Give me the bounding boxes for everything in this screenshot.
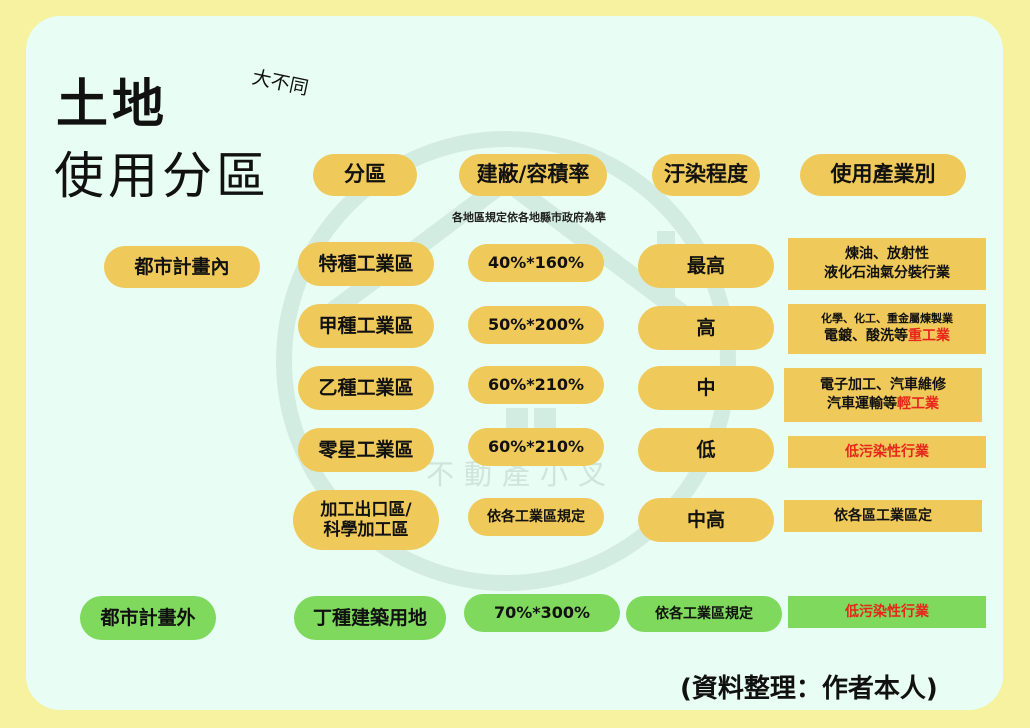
title-line-2: 使用分區	[54, 147, 270, 205]
zone-special-industrial: 特種工業區	[298, 242, 434, 286]
light-industry-highlight: 輕工業	[897, 396, 939, 412]
ratio-scattered-industrial: 60%*210%	[468, 428, 604, 466]
ratio-special-industrial: 40%*160%	[468, 244, 604, 282]
industry-line-1: 電子加工、汽車維修	[820, 377, 946, 394]
industry-scattered-industrial: 低污染性行業	[788, 436, 986, 468]
industry-line-1: 煉油、放射性	[845, 246, 929, 263]
pollution-export-processing: 中高	[638, 498, 774, 542]
header-pollution: 汙染程度	[652, 154, 760, 196]
zone-export-processing: 加工出口區/ 科學加工區	[293, 490, 439, 550]
industry-class-a-industrial: 化學、化工、重金屬煉製業 電鍍、酸洗等重工業	[788, 304, 986, 354]
industry-line-2: 液化石油氣分裝行業	[824, 265, 950, 281]
industry-export-processing: 依各區工業區定	[784, 500, 982, 532]
zone-class-a-industrial: 甲種工業區	[298, 304, 434, 348]
pollution-scattered-industrial: 低	[638, 428, 774, 472]
heavy-industry-highlight: 重工業	[908, 327, 950, 344]
group-label-urban-outside: 都市計畫外	[80, 596, 216, 640]
infographic-card: 不動產小叉 土地 使用分區 大不同 分區 建蔽/容積率 汙染程度 使用產業別 各…	[26, 16, 1003, 710]
industry-class-d-building-land: 低污染性行業	[788, 596, 986, 628]
group-label-urban-inside: 都市計畫內	[104, 246, 260, 288]
regulation-note: 各地區規定依各地縣市政府為準	[452, 211, 606, 224]
zone-class-d-building-land: 丁種建築用地	[294, 596, 446, 640]
pollution-class-d-building-land: 依各工業區規定	[626, 596, 782, 632]
industry-special-industrial: 煉油、放射性 液化石油氣分裝行業	[788, 238, 986, 290]
ratio-class-b-industrial: 60%*210%	[468, 366, 604, 404]
ratio-class-d-building-land: 70%*300%	[464, 594, 620, 632]
source-credit: (資料整理：作者本人)	[680, 674, 938, 704]
zone-class-b-industrial: 乙種工業區	[298, 366, 434, 410]
zone-scattered-industrial: 零星工業區	[298, 428, 434, 472]
industry-line-2: 汽車運輸等輕工業	[827, 396, 939, 412]
title-tag: 大不同	[250, 66, 311, 100]
title-line-1: 土地	[56, 74, 169, 135]
industry-line-1: 化學、化工、重金屬煉製業	[821, 312, 953, 326]
pollution-special-industrial: 最高	[638, 244, 774, 288]
industry-line-2: 電鍍、酸洗等重工業	[824, 327, 950, 344]
pollution-class-b-industrial: 中	[638, 366, 774, 410]
zone-line-1: 加工出口區/	[320, 499, 412, 520]
industry-class-b-industrial: 電子加工、汽車維修 汽車運輸等輕工業	[784, 368, 982, 422]
header-ratio: 建蔽/容積率	[459, 154, 607, 196]
zone-line-2: 科學加工區	[323, 520, 409, 540]
ratio-class-a-industrial: 50%*200%	[468, 306, 604, 344]
pollution-class-a-industrial: 高	[638, 306, 774, 350]
ratio-export-processing: 依各工業區規定	[468, 498, 604, 536]
header-industry: 使用產業別	[800, 154, 966, 196]
header-zone: 分區	[313, 154, 417, 196]
